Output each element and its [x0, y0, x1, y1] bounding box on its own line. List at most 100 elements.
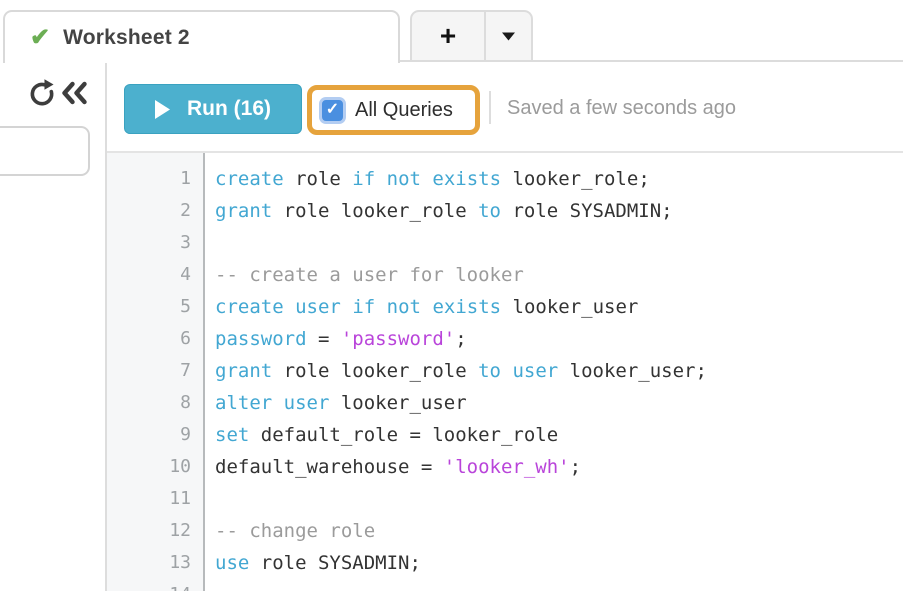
code-token-pl [375, 296, 386, 318]
code-line[interactable]: default_warehouse = 'looker_wh'; [215, 451, 903, 483]
line-number: 3 [180, 232, 191, 253]
object-search-box[interactable] [0, 126, 90, 176]
line-number: 13 [169, 552, 191, 573]
code-token-kw: user [295, 296, 341, 318]
line-number: 14 [107, 579, 203, 591]
code-token-str: 'password' [340, 328, 456, 350]
code-line[interactable] [215, 227, 903, 259]
code-token-pl [421, 168, 432, 190]
double-chevron-left-icon [62, 81, 87, 105]
code-token-kw: grant [215, 200, 273, 222]
editor-top-border [107, 151, 903, 153]
code-token-pl: = [306, 328, 341, 350]
collapse-sidebar-button[interactable] [59, 80, 90, 111]
line-number: 11 [169, 488, 191, 509]
code-token-pl: looker_role; [501, 168, 650, 190]
code-line[interactable] [215, 579, 903, 591]
worksheet-menu-button[interactable] [486, 12, 531, 60]
caret-down-icon [502, 32, 515, 40]
code-line[interactable]: use role SYSADMIN; [215, 547, 903, 579]
code-token-pl: role SYSADMIN; [249, 552, 421, 574]
refresh-button[interactable] [28, 78, 56, 113]
code-token-pl: role looker_role [272, 200, 479, 222]
saved-status: Saved a few seconds ago [507, 97, 737, 119]
code-token-kw: set [215, 424, 250, 446]
line-number: 10 [169, 456, 191, 477]
code-token-pl: default_warehouse = [215, 456, 444, 478]
code-token-kw: exists [432, 168, 502, 190]
code-token-pl: ; [569, 456, 582, 478]
line-number: 12 [169, 520, 191, 541]
code-token-kw: alter [215, 392, 273, 414]
code-area[interactable]: create role if not exists looker_role;gr… [215, 153, 903, 591]
line-number: 4 [180, 264, 191, 285]
tab-bar-border [386, 60, 903, 62]
code-line[interactable]: set default_role = looker_role [215, 419, 903, 451]
code-line[interactable]: grant role looker_role to role SYSADMIN; [215, 195, 903, 227]
sidebar-divider [105, 63, 107, 591]
code-line[interactable]: -- change role [215, 515, 903, 547]
toolbar-divider [489, 91, 491, 124]
code-token-kw: password [215, 328, 307, 350]
code-token-kw: if [352, 296, 376, 318]
new-worksheet-button[interactable]: + [412, 12, 486, 60]
line-number: 2 [180, 200, 191, 221]
line-number: 8 [180, 392, 191, 413]
line-number: 7 [180, 360, 191, 381]
line-number: 6 [180, 328, 191, 349]
run-button-label: Run (16) [187, 97, 271, 120]
code-token-pl: default_role = looker_role [249, 424, 559, 446]
code-token-kw: use [215, 552, 250, 574]
success-check-icon: ✔ [30, 23, 51, 51]
code-token-pl [501, 360, 512, 382]
gutter: 1234567891011121314 [107, 153, 205, 591]
line-number: 5 [180, 296, 191, 317]
code-line[interactable]: alter user looker_user [215, 387, 903, 419]
code-token-pl: looker_user [501, 296, 639, 318]
code-token-kw: not [386, 296, 421, 318]
code-token-pl: role looker_role [272, 360, 479, 382]
code-token-pl: role SYSADMIN; [501, 200, 673, 222]
line-number: 9 [180, 424, 191, 445]
code-token-str: 'looker_wh' [443, 456, 570, 478]
code-token-com: -- create a user for looker [215, 264, 524, 286]
code-token-pl [284, 296, 295, 318]
play-icon [155, 99, 170, 119]
code-token-pl: looker_user; [558, 360, 707, 382]
all-queries-highlight-box: ✓ All Queries [307, 85, 480, 135]
all-queries-label[interactable]: All Queries [355, 98, 453, 121]
code-token-kw: exists [432, 296, 502, 318]
code-token-pl [421, 296, 432, 318]
tab-worksheet-2[interactable]: ✔ Worksheet 2 [3, 10, 400, 63]
code-token-com: -- change role [215, 520, 376, 542]
code-token-kw: to [478, 360, 501, 382]
tab-controls-group: + [410, 10, 533, 60]
code-token-kw: create [215, 296, 284, 318]
code-token-pl: looker_user [329, 392, 467, 414]
code-token-kw: grant [215, 360, 273, 382]
code-line[interactable]: create role if not exists looker_role; [215, 163, 903, 195]
run-button[interactable]: Run (16) [124, 84, 302, 134]
code-line[interactable]: password = 'password'; [215, 323, 903, 355]
code-line[interactable]: grant role looker_role to user looker_us… [215, 355, 903, 387]
line-number: 1 [180, 168, 191, 189]
code-token-pl [375, 168, 386, 190]
checkmark-icon: ✓ [325, 101, 340, 118]
code-token-kw: not [386, 168, 421, 190]
refresh-icon [30, 79, 54, 106]
code-token-pl [272, 392, 283, 414]
code-token-pl: ; [455, 328, 467, 350]
tab-title: Worksheet 2 [63, 25, 190, 49]
code-token-kw: user [512, 360, 559, 382]
plus-icon: + [439, 20, 457, 51]
code-line[interactable] [215, 483, 903, 515]
code-token-kw: to [478, 200, 501, 222]
all-queries-checkbox[interactable]: ✓ [319, 96, 346, 124]
code-token-kw: user [283, 392, 330, 414]
code-line[interactable]: create user if not exists looker_user [215, 291, 903, 323]
code-token-pl: role [283, 168, 353, 190]
code-line[interactable]: -- create a user for looker [215, 259, 903, 291]
code-token-kw: if [352, 168, 376, 190]
code-token-pl [341, 296, 352, 318]
